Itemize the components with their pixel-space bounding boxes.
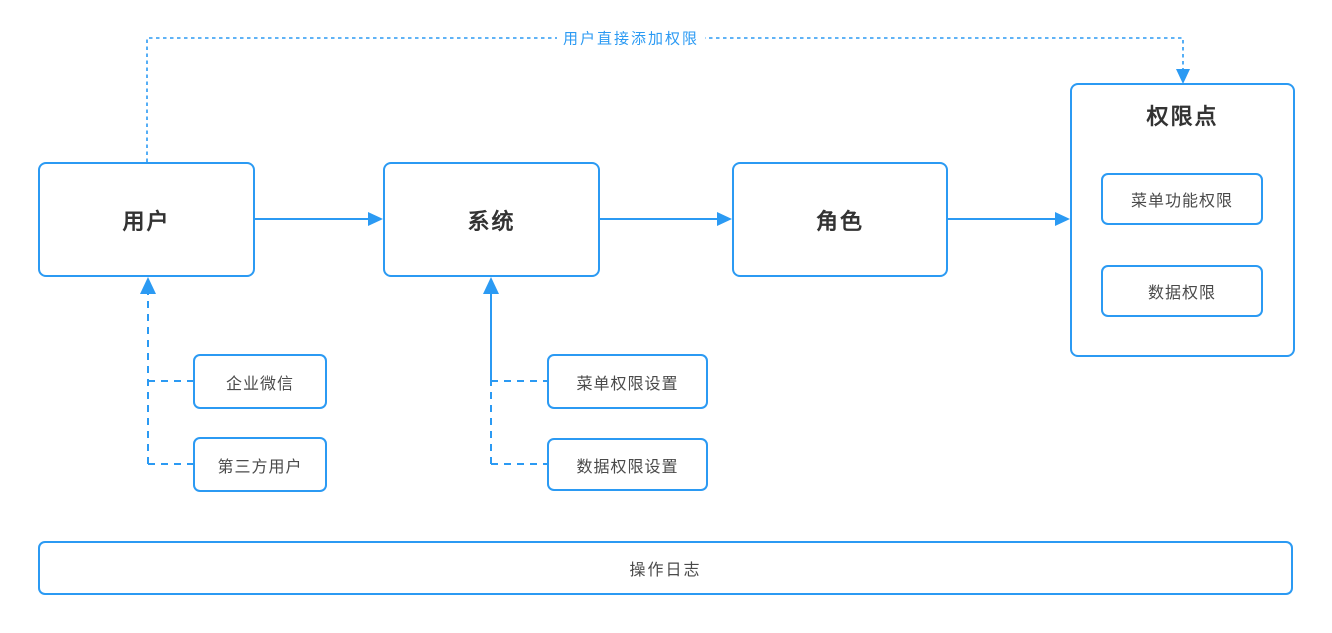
- node-third-party-user: 第三方用户: [193, 437, 327, 492]
- enterprise-wechat-label: 企业微信: [225, 375, 294, 393]
- node-user: 用户: [38, 162, 255, 277]
- node-operation-log: 操作日志: [38, 541, 1293, 595]
- dashed-arrow-sources-to-user: [140, 277, 193, 465]
- node-menu-permission-setting: 菜单权限设置: [547, 354, 708, 409]
- menu-permission-setting-label: 菜单权限设置: [576, 375, 679, 393]
- node-permission-point: 权限点 菜单功能权限 数据权限: [1070, 83, 1295, 357]
- dotted-arrow-user-to-permission-point: [146, 37, 1190, 162]
- node-user-label: 用户: [122, 208, 171, 234]
- data-permission-setting-label: 数据权限设置: [576, 458, 679, 476]
- third-party-user-label: 第三方用户: [217, 458, 303, 476]
- node-data-permission: 数据权限: [1101, 265, 1263, 317]
- node-role-label: 角色: [815, 208, 864, 234]
- menu-function-permission-label: 菜单功能权限: [1130, 193, 1233, 210]
- operation-log-label: 操作日志: [629, 562, 702, 579]
- data-permission-label: 数据权限: [1147, 285, 1216, 302]
- node-role: 角色: [732, 162, 948, 277]
- node-system-label: 系统: [467, 208, 516, 234]
- node-data-permission-setting: 数据权限设置: [547, 438, 708, 491]
- permission-point-title: 权限点: [1146, 104, 1219, 129]
- arrow-system-to-role: [600, 212, 732, 226]
- dashed-arrow-settings-to-system: [483, 277, 547, 465]
- node-enterprise-wechat: 企业微信: [193, 354, 327, 409]
- flow-label-user-direct-permission: 用户直接添加权限: [556, 27, 706, 49]
- arrow-role-to-permission-point: [948, 212, 1070, 226]
- node-menu-function-permission: 菜单功能权限: [1101, 173, 1263, 225]
- node-system: 系统: [383, 162, 600, 277]
- arrow-user-to-system: [255, 212, 383, 226]
